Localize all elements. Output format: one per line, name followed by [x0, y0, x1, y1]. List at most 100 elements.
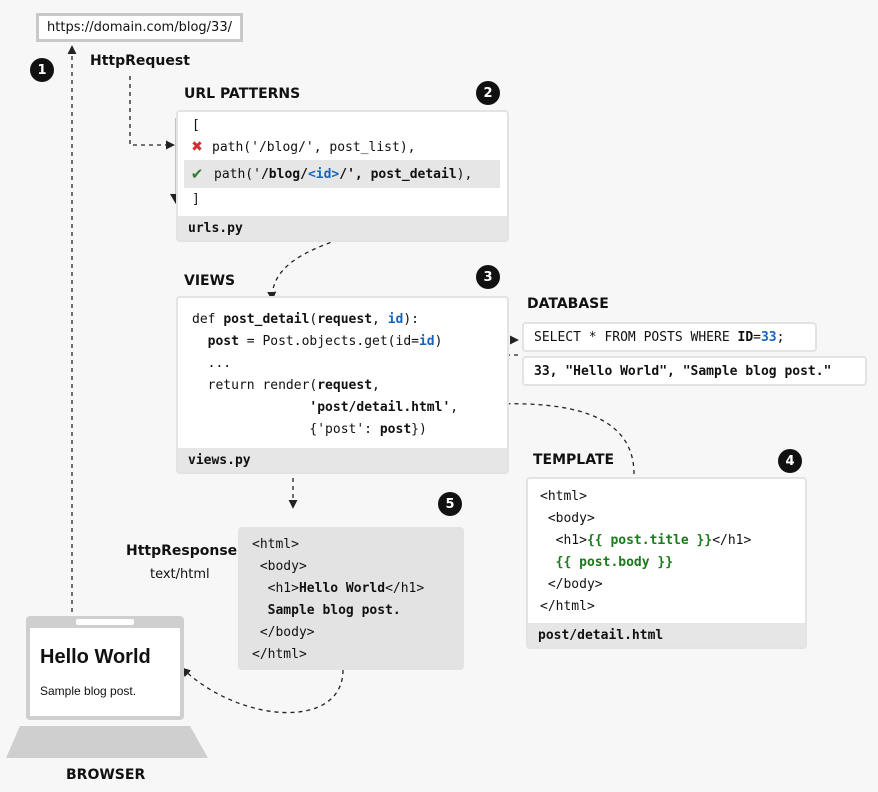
browser-page-title: Hello World	[40, 646, 151, 668]
code-template-path: 'post/detail.html'	[309, 400, 451, 415]
db-query-box: SELECT * FROM POSTS WHERE ID=33;	[522, 322, 817, 352]
views-line-5: 'post/detail.html',	[192, 400, 458, 415]
http-response-panel: <html> <body> <h1>Hello World</h1> Sampl…	[238, 527, 464, 670]
code-part: ):	[403, 312, 419, 327]
code-param: id	[387, 312, 404, 327]
urls-filename: urls.py	[178, 216, 507, 240]
arrow-response-to-browser	[181, 667, 344, 714]
html-part	[540, 555, 556, 570]
code-part: ,	[450, 400, 459, 415]
url-text: https://domain.com/blog/33/	[47, 20, 232, 35]
open-bracket: [	[192, 118, 200, 133]
url-patterns-title: URL PATTERNS	[184, 86, 301, 102]
views-line-2: post = Post.objects.get(id=id)	[192, 334, 443, 349]
views-line-3: ...	[192, 356, 232, 371]
code-part: {'post':	[192, 422, 380, 437]
url-row-detail: ✔ path('/blog/<id>/', post_detail),	[184, 160, 500, 188]
http-response-type: text/html	[150, 567, 210, 582]
cross-icon: ✖	[191, 139, 203, 155]
code-part: /',	[339, 166, 371, 182]
sql-part: =	[753, 329, 761, 345]
code-arg: request	[317, 378, 373, 393]
views-line-4: return render(request,	[192, 378, 380, 393]
code-part: ,	[372, 312, 388, 327]
sql-part: ;	[776, 329, 785, 345]
code-part: /blog/	[260, 166, 308, 182]
url-patterns-panel: [ ✖ path('/blog/', post_list), ✔ path('/…	[176, 110, 509, 242]
code-part: ,	[372, 378, 380, 393]
template-line-5: </body>	[540, 577, 603, 592]
step-4-badge: 4	[778, 449, 802, 473]
code-part: (	[309, 312, 318, 327]
code-part	[192, 400, 309, 415]
template-line-6: </html>	[540, 599, 595, 614]
template-line-4: {{ post.body }}	[540, 555, 673, 570]
code-part: def	[192, 312, 224, 327]
arrow-request-to-urls	[129, 76, 175, 150]
step-3-badge: 3	[476, 265, 500, 289]
template-filename: post/detail.html	[528, 623, 805, 647]
db-result-box: 33, "Hello World", "Sample blog post."	[522, 356, 867, 386]
template-line-1: <html>	[540, 489, 587, 504]
code-part: )	[434, 334, 443, 349]
url-bar[interactable]: https://domain.com/blog/33/	[36, 13, 243, 42]
http-request-label: HttpRequest	[90, 53, 190, 69]
code-part: path('	[214, 166, 261, 182]
db-query: SELECT * FROM POSTS WHERE ID=33;	[534, 330, 784, 345]
html-part: <h1>	[540, 533, 587, 548]
code-part	[192, 334, 208, 349]
html-part: </h1>	[712, 533, 752, 548]
step-2-badge: 2	[476, 81, 500, 105]
response-line-4: Sample blog post.	[252, 603, 401, 618]
close-bracket: ]	[192, 192, 200, 207]
code-part: return render(	[192, 378, 318, 393]
rendered-title: Hello World	[298, 581, 386, 596]
http-response-label: HttpResponse	[126, 543, 238, 559]
arrow-template-to-views	[494, 399, 635, 475]
step-1-badge: 1	[30, 58, 54, 82]
laptop-camera-bar	[76, 619, 134, 625]
browser-label: BROWSER	[66, 767, 146, 783]
template-line-3: <h1>{{ post.title }}</h1>	[540, 533, 752, 548]
views-line-6: {'post': post})	[192, 422, 427, 437]
code-func: post_detail	[223, 312, 310, 327]
template-title: TEMPLATE	[533, 452, 615, 468]
code-arg: request	[317, 312, 373, 327]
step-5-badge: 5	[438, 492, 462, 516]
response-line-1: <html>	[252, 537, 299, 552]
template-panel: <html> <body> <h1>{{ post.title }}</h1> …	[526, 477, 807, 649]
code-param: <id>	[307, 166, 340, 182]
code-part: })	[411, 422, 427, 437]
response-line-2: <body>	[252, 559, 307, 574]
template-var: {{ post.body }}	[555, 555, 674, 570]
laptop-screen: Hello World Sample blog post.	[26, 616, 184, 720]
browser-viewport: Hello World Sample blog post.	[30, 628, 180, 716]
views-line-1: def post_detail(request, id):	[192, 312, 419, 327]
code-var: post	[379, 422, 412, 437]
browser-page-body: Sample blog post.	[40, 684, 137, 698]
url-row-list: ✖ path('/blog/', post_list),	[186, 136, 416, 158]
database-title: DATABASE	[527, 296, 609, 312]
url-pattern-detail-code: path('/blog/<id>/', post_detail),	[214, 167, 472, 182]
html-part: </h1>	[385, 581, 425, 596]
template-line-2: <body>	[540, 511, 595, 526]
code-part: ),	[456, 166, 473, 182]
views-panel: def post_detail(request, id): post = Pos…	[176, 296, 509, 474]
code-var: post	[207, 334, 239, 349]
code-param: id	[418, 334, 435, 349]
sql-column: ID	[737, 329, 754, 345]
response-line-5: </body>	[252, 625, 315, 640]
response-line-3: <h1>Hello World</h1>	[252, 581, 425, 596]
sql-part: SELECT * FROM POSTS WHERE	[534, 329, 738, 345]
template-var: {{ post.title }}	[586, 533, 713, 548]
url-pattern-list-code: path('/blog/', post_list),	[212, 139, 416, 155]
response-line-6: </html>	[252, 647, 307, 662]
views-title: VIEWS	[184, 273, 236, 289]
check-icon: ✔	[190, 165, 204, 183]
code-part: = Post.objects.get(id=	[238, 334, 419, 349]
sql-value: 33	[760, 329, 777, 345]
code-view-name: post_detail	[370, 166, 457, 182]
html-part: <h1>	[252, 581, 299, 596]
views-filename: views.py	[178, 448, 507, 472]
db-result: 33, "Hello World", "Sample blog post."	[534, 363, 832, 379]
